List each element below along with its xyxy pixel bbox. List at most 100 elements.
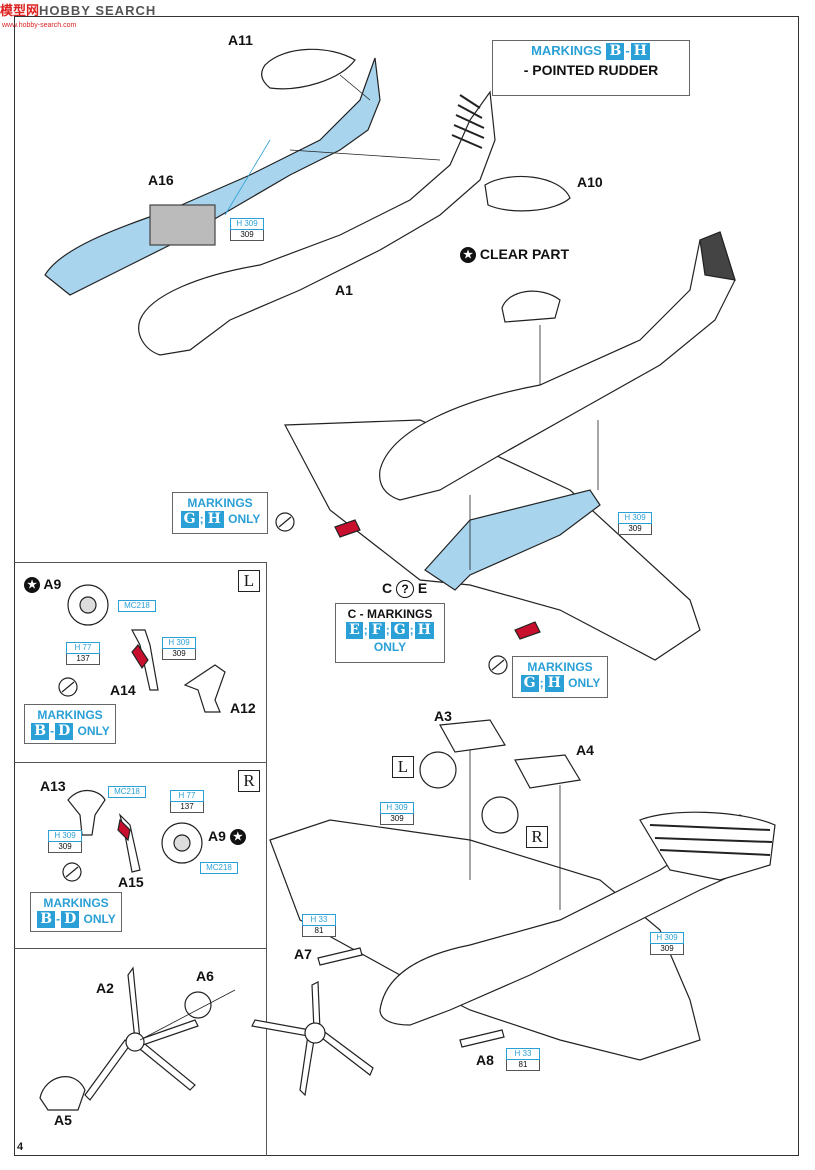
paint-code: MC218 (200, 862, 238, 874)
part-label-a16: A16 (148, 172, 174, 188)
paint-code: MC218 (118, 600, 156, 612)
paint-code: H 77 (170, 790, 204, 802)
watermark-brand-cn: 模型网 (0, 3, 40, 18)
paint-number: 309 (618, 524, 652, 535)
paint-callout-h77-r: H 77 137 (170, 790, 204, 813)
part-label-a5: A5 (54, 1112, 72, 1128)
paint-code: H 309 (230, 218, 264, 230)
paint-callout-h309-l: H 309 309 (162, 637, 196, 660)
paint-code: H 309 (650, 932, 684, 944)
paint-code: H 77 (66, 642, 100, 654)
paint-callout-h309-bay-left: H 309 309 (380, 802, 414, 825)
markings-box-c: C - MARKINGS E;F;G;H ONLY (335, 603, 445, 663)
markings-box-g-h-right: MARKINGS G;H ONLY (512, 656, 608, 698)
markings-title: MARKINGS (43, 896, 109, 910)
paint-callout-h77-l: H 77 137 (66, 642, 100, 665)
paint-code: H 309 (162, 637, 196, 649)
part-label-a11: A11 (228, 32, 253, 48)
part-a11-tailplane (261, 48, 356, 90)
c-or-e-label: C ? E (382, 580, 428, 599)
red-part-left (334, 519, 361, 538)
part-a3-panel (439, 719, 506, 753)
wheel-r-assembled (481, 796, 519, 834)
part-label-a1: A1 (335, 282, 353, 298)
divider-left-column (266, 562, 267, 1156)
marking-e-chip: E (346, 622, 363, 639)
paint-number: 309 (162, 649, 196, 660)
marking-h-chip: H (630, 43, 650, 60)
pointed-rudder-note: - POINTED RUDDER (523, 62, 659, 78)
markings-sep: ; (539, 676, 544, 690)
divider-sections (14, 562, 266, 563)
part-label-a9-r: A9 ★ (208, 828, 246, 846)
fuselage-assembled (379, 231, 736, 501)
paint-code: H 309 (618, 512, 652, 524)
underside-wing (269, 819, 701, 1061)
spinner-a5 (39, 1076, 86, 1111)
c-markings-title: C - MARKINGS (347, 607, 433, 621)
paint-number: 137 (170, 802, 204, 813)
wing-root-fill (424, 489, 601, 591)
marking-g-chip: G (180, 511, 199, 528)
part-label-a15: A15 (118, 874, 144, 890)
watermark-url: www.hobby-search.com (2, 22, 77, 29)
markings-box-b-h: MARKINGS B-H - POINTED RUDDER (492, 40, 690, 96)
part-label-a9-l: ★ A9 (24, 576, 61, 594)
divider-panel-r-prop (14, 948, 266, 949)
badge-left: L (238, 570, 260, 592)
option-c: C (382, 580, 393, 596)
option-e: E (417, 580, 428, 596)
marking-b-chip: B (606, 43, 625, 60)
paint-number: 309 (48, 842, 82, 853)
marking-g-chip: G (390, 622, 409, 639)
markings-only: ONLY (373, 640, 407, 654)
star-icon: ★ (229, 829, 246, 846)
marking-f-chip: F (368, 622, 385, 639)
markings-sep: ; (199, 512, 204, 526)
divider-panel-l-r (14, 762, 266, 763)
propeller-a2 (84, 966, 199, 1101)
markings-title: MARKINGS (531, 43, 602, 58)
paint-number: 309 (650, 944, 684, 955)
watermark: 模型网HOBBY SEARCH (0, 0, 156, 18)
hub-a6 (184, 991, 212, 1019)
paint-code: H 309 (48, 830, 82, 842)
part-label-a7: A7 (294, 946, 312, 962)
paint-code: H 33 (506, 1048, 540, 1060)
paint-callout-mc218-r1: MC218 (108, 786, 146, 798)
markings-only: ONLY (228, 512, 261, 526)
part-label-a3: A3 (434, 708, 452, 724)
badge-left-assembly: L (392, 756, 414, 778)
paint-callout-h309-wing: H 309 309 (618, 512, 652, 535)
part-label-a4: A4 (576, 742, 594, 758)
tail-stripes (699, 231, 736, 281)
wheel-l-assembled (419, 751, 457, 789)
part-label-a12: A12 (230, 700, 256, 716)
paint-callout-h309: H 309 309 (230, 218, 264, 241)
part-label-a13: A13 (40, 778, 66, 794)
part-label-a10: A10 (577, 174, 603, 190)
part-a10-tailplane (484, 175, 571, 212)
paint-code: H 33 (302, 914, 336, 926)
paint-number: 137 (66, 654, 100, 665)
paint-number: 309 (380, 814, 414, 825)
markings-title: MARKINGS (187, 496, 253, 510)
page-frame (14, 16, 799, 1156)
watermark-brand-en: HOBBY SEARCH (39, 3, 157, 18)
paint-code: H 309 (380, 802, 414, 814)
markings-title: MARKINGS (37, 708, 103, 722)
marking-h-chip: H (204, 511, 224, 528)
door-a13 (67, 790, 106, 836)
marking-d-chip: D (55, 723, 74, 740)
markings-box-b-d-l: MARKINGS B-D ONLY (24, 704, 116, 744)
cockpit-interior (149, 204, 216, 246)
markings-box-g-h-left: MARKINGS G;H ONLY (172, 492, 268, 534)
paint-callout-h309-bay-right: H 309 309 (650, 932, 684, 955)
exhaust-a7 (317, 947, 363, 966)
markings-dash: - (625, 43, 630, 58)
badge-right: R (238, 770, 260, 792)
part-label-a6: A6 (196, 968, 214, 984)
markings-only: ONLY (83, 912, 116, 926)
marking-d-chip: D (61, 911, 80, 928)
paint-callout-h33-a7: H 33 81 (302, 914, 336, 937)
